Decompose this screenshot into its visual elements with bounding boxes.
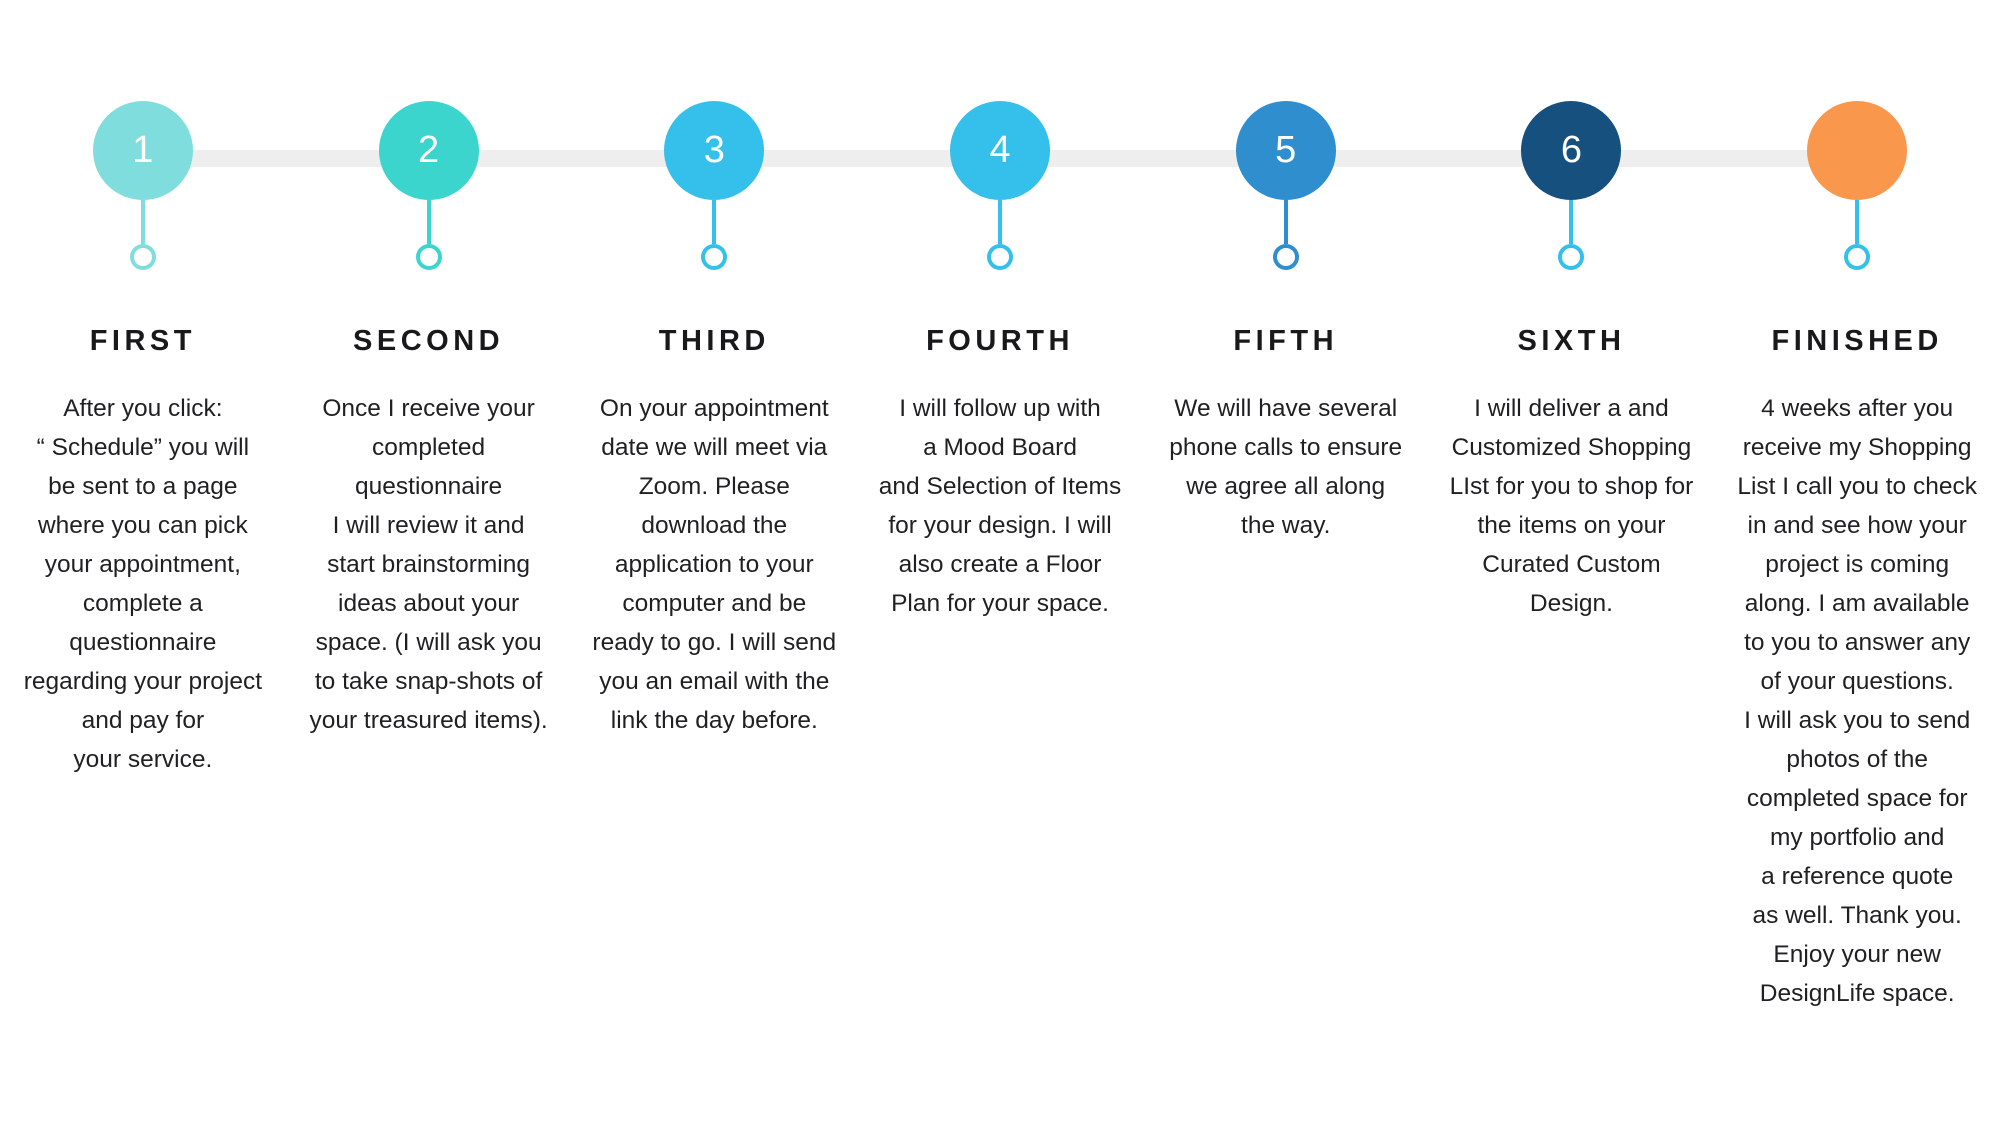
timeline-node-5[interactable]: 5 xyxy=(1143,0,1429,270)
step-ring-icon-2 xyxy=(415,244,442,270)
step-body-first: After you click: “ Schedule” you will be… xyxy=(23,395,263,773)
step-column-fourth: FOURTH I will follow up with a Mood Boar… xyxy=(857,325,1143,623)
step-column-second: SECOND Once I receive your completed que… xyxy=(286,325,572,740)
timeline-track-area: 1 2 3 4 5 xyxy=(0,0,2000,270)
timeline-node-7[interactable] xyxy=(1714,0,2000,270)
step-stem-2 xyxy=(426,199,431,245)
step-heading-sixth: SIXTH xyxy=(1517,325,1626,357)
step-body-second: Once I receive your completed questionna… xyxy=(309,395,548,734)
step-ring-icon-4 xyxy=(987,244,1014,270)
step-ring-icon-1 xyxy=(129,244,156,270)
step-ring-icon-5 xyxy=(1272,244,1299,270)
step-body-third: On your appointment date we will meet vi… xyxy=(592,395,837,734)
step-stem-3 xyxy=(712,199,717,245)
step-circle-3[interactable]: 3 xyxy=(664,101,765,200)
timeline-node-3[interactable]: 3 xyxy=(571,0,857,270)
step-stem-1 xyxy=(140,199,145,245)
step-stem-7 xyxy=(1855,199,1860,245)
step-heading-finished: FINISHED xyxy=(1771,325,1943,357)
step-column-first: FIRST After you click: “ Schedule” you w… xyxy=(0,325,286,779)
timeline-nodes-row: 1 2 3 4 5 xyxy=(0,0,2000,270)
step-column-finished: FINISHED 4 weeks after you receive my Sh… xyxy=(1714,325,2000,1013)
step-circle-6[interactable]: 6 xyxy=(1521,101,1622,200)
timeline-node-1[interactable]: 1 xyxy=(0,0,286,270)
step-body-fourth: I will follow up with a Mood Board and S… xyxy=(878,395,1122,617)
step-column-sixth: SIXTH I will deliver a and Customized Sh… xyxy=(1429,325,1715,623)
timeline-node-6[interactable]: 6 xyxy=(1429,0,1715,270)
step-heading-first: FIRST xyxy=(89,325,196,357)
step-circle-5[interactable]: 5 xyxy=(1235,101,1336,200)
step-circle-4[interactable]: 4 xyxy=(950,101,1051,200)
step-heading-fifth: FIFTH xyxy=(1233,325,1339,357)
step-column-third: THIRD On your appointment date we will m… xyxy=(571,325,857,740)
step-heading-third: THIRD xyxy=(658,325,770,357)
timeline-text-columns: FIRST After you click: “ Schedule” you w… xyxy=(0,325,2000,1013)
step-ring-icon-3 xyxy=(701,244,728,270)
step-circle-7[interactable] xyxy=(1807,101,1908,200)
step-column-fifth: FIFTH We will have several phone calls t… xyxy=(1143,325,1429,545)
step-heading-second: SECOND xyxy=(353,325,505,357)
step-ring-icon-7 xyxy=(1844,244,1871,270)
step-body-fifth: We will have several phone calls to ensu… xyxy=(1169,395,1403,539)
step-heading-fourth: FOURTH xyxy=(926,325,1074,357)
step-body-sixth: I will deliver a and Customized Shopping… xyxy=(1449,395,1694,617)
step-stem-4 xyxy=(998,199,1003,245)
step-ring-icon-6 xyxy=(1558,244,1585,270)
step-stem-5 xyxy=(1283,199,1288,245)
step-circle-1[interactable]: 1 xyxy=(92,101,193,200)
step-circle-2[interactable]: 2 xyxy=(378,101,479,200)
timeline-node-4[interactable]: 4 xyxy=(857,0,1143,270)
timeline-node-2[interactable]: 2 xyxy=(286,0,572,270)
step-stem-6 xyxy=(1569,199,1574,245)
step-body-finished: 4 weeks after you receive my Shopping Li… xyxy=(1737,395,1977,1007)
